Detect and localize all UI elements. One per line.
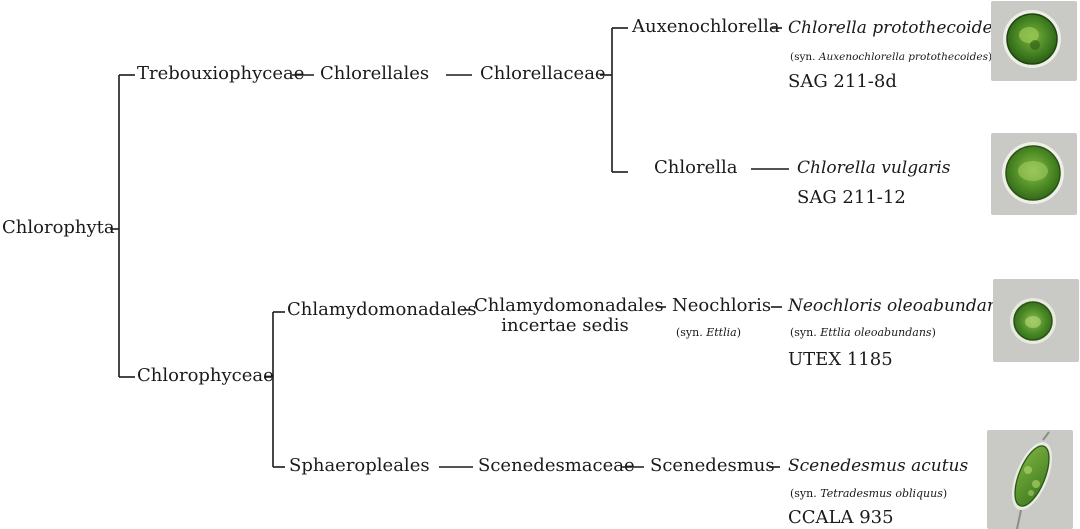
strain-ccala-935: CCALA 935 (788, 507, 894, 528)
taxon-order-sphaeropleales: Sphaeropleales (289, 455, 430, 476)
micrograph-neochloris-oleoabundans (993, 279, 1079, 362)
syn-prefix: (syn. (790, 326, 821, 339)
taxon-family-chlorellaceae: Chlorellaceae (480, 63, 606, 84)
taxon-genus-chlorella: Chlorella (654, 157, 738, 178)
species-synonym-auxenochlorella: (syn. Auxenochlorella protothecoides) (790, 51, 992, 63)
taxon-order-chlamydomonadales: Chlamydomonadales (287, 299, 477, 320)
syn-name: Auxenochlorella protothecoides (818, 51, 988, 63)
syn-suffix: ) (988, 51, 992, 63)
taxon-order-chlorellales: Chlorellales (320, 63, 430, 84)
syn-suffix: ) (736, 326, 741, 339)
taxon-genus-auxenochlorella: Auxenochlorella (632, 16, 780, 37)
micrograph-chlorella-protothecoides (991, 1, 1077, 81)
syn-prefix: (syn. (790, 51, 819, 63)
species-chlorella-protothecoides: Chlorella protothecoides (788, 18, 1002, 38)
syn-name: Tetradesmus obliquus (820, 487, 943, 500)
taxon-family-chlamydomonadales-incertae-sedis: Chlamydomonadales incertae sedis (474, 295, 664, 336)
taxon-class-trebouxiophyceae: Trebouxiophyceae (137, 63, 305, 84)
syn-suffix: ) (931, 326, 936, 339)
species-chlorella-vulgaris: Chlorella vulgaris (797, 158, 951, 178)
species-scenedesmus-acutus: Scenedesmus acutus (788, 456, 969, 476)
family-name-line-2: incertae sedis (501, 315, 629, 336)
strain-sag-211-8d: SAG 211-8d (788, 71, 897, 92)
syn-name: Ettlia (706, 326, 737, 339)
syn-prefix: (syn. (790, 487, 821, 500)
genus-synonym-ettlia: (syn. Ettlia) (676, 326, 741, 339)
syn-suffix: ) (942, 487, 948, 500)
syn-name: Ettlia oleoabundans (820, 326, 932, 339)
micrograph-scenedesmus-acutus (987, 430, 1073, 529)
species-neochloris-oleoabundans: Neochloris oleoabundans (788, 296, 1007, 316)
strain-utex-1185: UTEX 1185 (788, 349, 893, 370)
micrograph-chlorella-vulgaris (991, 133, 1077, 215)
taxon-genus-neochloris: Neochloris (672, 295, 772, 316)
species-synonym-ettlia-oleoabundans: (syn. Ettlia oleoabundans) (790, 326, 936, 339)
family-name-line-1: Chlamydomonadales (474, 295, 664, 316)
strain-sag-211-12: SAG 211-12 (797, 187, 906, 208)
taxon-family-scenedesmaceae: Scenedesmaceae (478, 455, 635, 476)
taxon-class-chlorophyceae: Chlorophyceae (137, 365, 274, 386)
species-synonym-tetradesmus: (syn. Tetradesmus obliquus) (790, 487, 947, 500)
syn-prefix: (syn. (676, 326, 707, 339)
taxon-root: Chlorophyta (2, 217, 115, 238)
taxon-genus-scenedesmus: Scenedesmus (650, 455, 775, 476)
